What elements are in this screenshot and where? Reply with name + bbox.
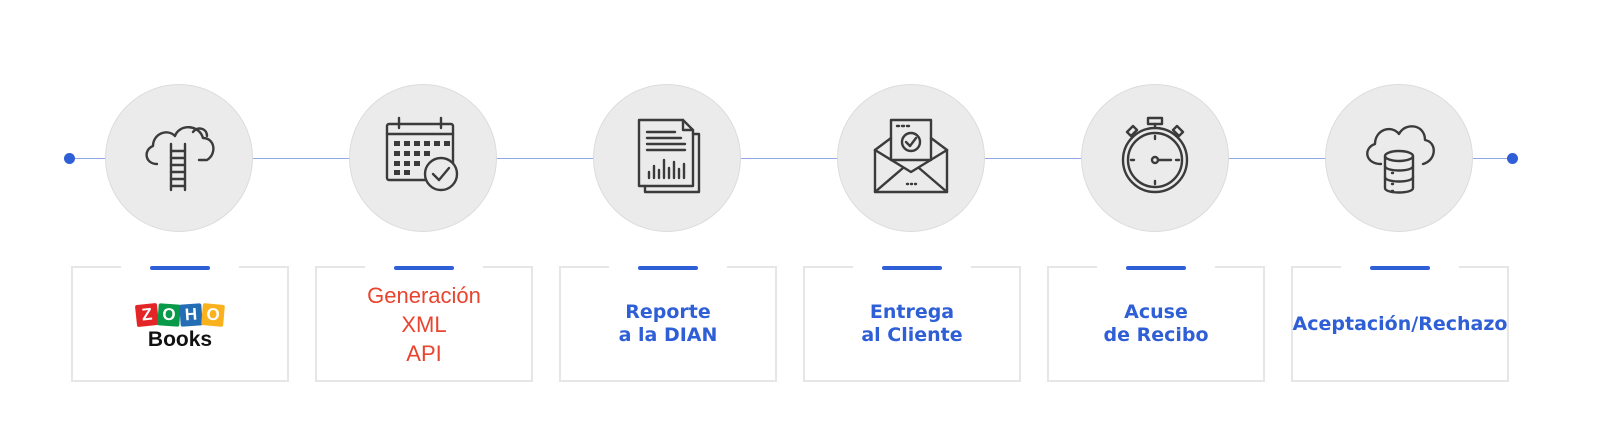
step-4-label: Entrega al Cliente bbox=[861, 301, 962, 347]
step-4-label-line-2: al Cliente bbox=[861, 324, 963, 346]
step-2-label-line-1: Generación bbox=[367, 282, 481, 308]
zoho-letter-o2: O bbox=[201, 303, 225, 327]
step-1-accent bbox=[150, 266, 210, 270]
step-2-box: Generación XML API bbox=[315, 266, 533, 382]
step-5-circle bbox=[1081, 84, 1229, 232]
step-6-circle bbox=[1325, 84, 1473, 232]
timeline-end-dot bbox=[1507, 153, 1518, 164]
envelope-check-icon bbox=[869, 114, 953, 203]
step-3-accent bbox=[638, 266, 698, 270]
step-4-accent bbox=[882, 266, 942, 270]
step-6-accent bbox=[1370, 266, 1430, 270]
step-5-accent bbox=[1126, 266, 1186, 270]
step-3-label-line-2: a la DIAN bbox=[618, 324, 718, 346]
report-document-icon bbox=[625, 114, 709, 203]
step-5-label: Acuse de Recibo bbox=[1103, 301, 1208, 347]
step-6-label-line-1: Aceptación/Rechazo bbox=[1292, 312, 1508, 335]
calendar-check-icon bbox=[381, 114, 465, 203]
step-5-box: Acuse de Recibo bbox=[1047, 266, 1265, 382]
timeline-line bbox=[70, 158, 1514, 159]
step-2-label: Generación XML API bbox=[367, 281, 481, 368]
zoho-letter-h: H bbox=[179, 303, 203, 327]
step-4-label-line-1: Entrega bbox=[869, 301, 955, 323]
step-2-circle bbox=[349, 84, 497, 232]
zoho-books-wordmark: Books bbox=[147, 328, 213, 351]
cloud-ladder-icon bbox=[137, 114, 221, 203]
step-3-label-line-1: Reporte bbox=[625, 301, 711, 323]
stopwatch-icon bbox=[1113, 114, 1197, 203]
step-4-circle bbox=[837, 84, 985, 232]
step-1-circle bbox=[105, 84, 253, 232]
step-3-circle bbox=[593, 84, 741, 232]
zoho-books-logo: Z O H O Books bbox=[134, 302, 225, 352]
zoho-letter-o1: O bbox=[157, 303, 181, 327]
zoho-letter-z: Z bbox=[134, 302, 160, 328]
step-2-label-line-2: XML bbox=[401, 311, 447, 337]
timeline-start-dot bbox=[64, 153, 75, 164]
step-6-label: Aceptación/Rechazo bbox=[1293, 313, 1508, 336]
step-2-label-line-3: API bbox=[406, 340, 442, 366]
step-6-box: Aceptación/Rechazo bbox=[1291, 266, 1509, 382]
step-5-label-line-1: Acuse bbox=[1124, 301, 1188, 323]
step-1-box: Z O H O Books bbox=[71, 266, 289, 382]
step-4-box: Entrega al Cliente bbox=[803, 266, 1021, 382]
step-3-box: Reporte a la DIAN bbox=[559, 266, 777, 382]
step-5-label-line-2: de Recibo bbox=[1103, 324, 1209, 346]
step-3-label: Reporte a la DIAN bbox=[619, 301, 718, 347]
step-2-accent bbox=[394, 266, 454, 270]
cloud-database-icon bbox=[1357, 114, 1441, 203]
